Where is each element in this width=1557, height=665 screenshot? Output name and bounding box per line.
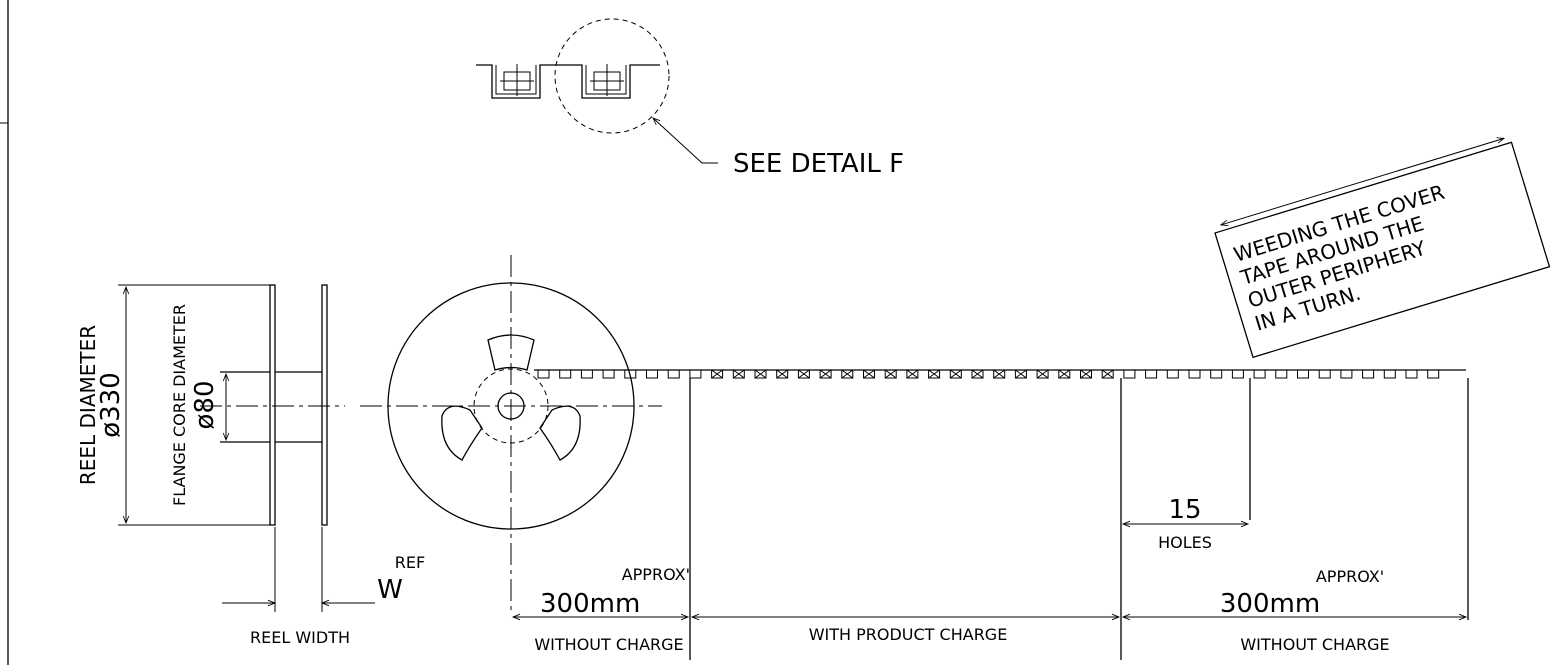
pocket-product-mark bbox=[1080, 369, 1092, 379]
tape-pocket bbox=[1145, 369, 1158, 379]
tape-pocket bbox=[928, 369, 941, 379]
tape-pocket bbox=[754, 369, 767, 379]
pocket-product-mark bbox=[906, 369, 919, 379]
reel-diameter-value: ø330 bbox=[96, 372, 126, 438]
holes-label: HOLES bbox=[1158, 533, 1212, 552]
pocket-product-mark bbox=[863, 369, 875, 379]
tape-pockets bbox=[537, 369, 1440, 379]
tape-extension-lines bbox=[689, 378, 1469, 660]
pocket-product-mark bbox=[798, 369, 810, 379]
tape-pocket bbox=[863, 369, 875, 379]
core-diameter-value: ø80 bbox=[190, 381, 220, 430]
tape-pocket bbox=[559, 369, 572, 379]
tape-pocket bbox=[1318, 369, 1331, 379]
tape-pocket bbox=[732, 369, 745, 379]
tape-pocket bbox=[993, 369, 1006, 379]
tape-pocket bbox=[906, 369, 919, 379]
tape-pocket bbox=[1231, 369, 1244, 379]
pocket-product-mark bbox=[711, 369, 723, 379]
reel-front-view bbox=[360, 255, 662, 610]
reel-diameter-label: REEL DIAMETER bbox=[76, 325, 100, 485]
pocket-product-mark bbox=[776, 369, 788, 379]
cover-tape-note: WEEDING THE COVER TAPE AROUND THE OUTER … bbox=[1214, 137, 1551, 359]
reel-width-dimension bbox=[222, 527, 375, 612]
tape-pocket bbox=[624, 369, 637, 379]
pocket-product-mark bbox=[971, 369, 984, 379]
tape-pocket bbox=[1123, 369, 1136, 379]
tape-pocket bbox=[689, 369, 702, 379]
tape-pocket bbox=[1101, 369, 1114, 379]
tape-pocket bbox=[667, 369, 680, 379]
tape-pocket bbox=[1166, 369, 1179, 379]
tape-pocket bbox=[580, 369, 593, 379]
holes-count: 15 bbox=[1168, 495, 1201, 525]
pocket-product-mark bbox=[993, 369, 1005, 379]
tape-pocket bbox=[1427, 369, 1440, 379]
pocket-product-mark bbox=[1058, 369, 1071, 379]
tape-pocket bbox=[1188, 369, 1201, 379]
trailer-length: 300mm bbox=[1220, 589, 1320, 619]
tape-pocket bbox=[537, 369, 550, 379]
tape-pocket bbox=[1036, 369, 1049, 379]
tape-pocket bbox=[949, 369, 962, 379]
product-label: WITH PRODUCT CHARGE bbox=[809, 625, 1008, 644]
pocket-product-mark bbox=[928, 369, 940, 379]
detail-leader bbox=[652, 117, 718, 164]
tape-pocket bbox=[1405, 369, 1418, 379]
tape-pocket bbox=[1014, 369, 1027, 379]
pocket-product-mark bbox=[884, 369, 897, 379]
reel-width-label: REEL WIDTH bbox=[250, 628, 350, 647]
tape-pocket bbox=[1383, 369, 1396, 379]
tape-pocket bbox=[1340, 369, 1353, 379]
tape-pocket bbox=[971, 369, 984, 379]
leader-length: 300mm bbox=[540, 589, 640, 619]
leader-approx: APPROX' bbox=[622, 565, 690, 584]
pocket-product-mark bbox=[1101, 369, 1114, 379]
tape-pocket bbox=[711, 369, 724, 379]
carrier-tape-section bbox=[476, 64, 660, 99]
core-diameter-label: FLANGE CORE DIAMETER bbox=[170, 304, 189, 506]
tape-pocket bbox=[841, 369, 854, 379]
pocket-product-mark bbox=[950, 369, 962, 379]
reel-diameter-dimension bbox=[118, 284, 270, 526]
leader-label: WITHOUT CHARGE bbox=[534, 635, 683, 654]
pocket-product-mark bbox=[754, 369, 767, 379]
reel-width-symbol: W bbox=[377, 575, 403, 605]
tape-pocket bbox=[1253, 369, 1266, 379]
tape-pocket bbox=[819, 369, 832, 379]
tape-pocket bbox=[884, 369, 897, 379]
tape-pocket bbox=[1297, 369, 1309, 379]
tape-pocket bbox=[776, 369, 789, 379]
tape-pocket bbox=[1058, 369, 1071, 379]
tape-pocket bbox=[602, 369, 615, 379]
pocket-product-mark bbox=[733, 369, 745, 379]
tape-pocket bbox=[1080, 369, 1092, 379]
reel-width-ref: REF bbox=[395, 553, 425, 572]
pocket-product-mark bbox=[819, 369, 832, 379]
tape-pocket bbox=[1362, 369, 1375, 379]
pocket-product-mark bbox=[1015, 369, 1027, 379]
tape-pocket bbox=[646, 369, 658, 379]
tape-pocket bbox=[797, 369, 810, 379]
detail-f-circle bbox=[554, 18, 670, 134]
trailer-label: WITHOUT CHARGE bbox=[1240, 635, 1389, 654]
trailer-approx: APPROX' bbox=[1316, 567, 1384, 586]
frame-border bbox=[0, 0, 9, 665]
pocket-product-mark bbox=[1036, 369, 1049, 379]
tape-pocket bbox=[1275, 369, 1288, 379]
see-detail-label: SEE DETAIL F bbox=[733, 149, 904, 179]
pocket-product-mark bbox=[841, 369, 854, 379]
tape-pocket bbox=[1210, 369, 1223, 379]
reel-side-view bbox=[200, 284, 345, 526]
